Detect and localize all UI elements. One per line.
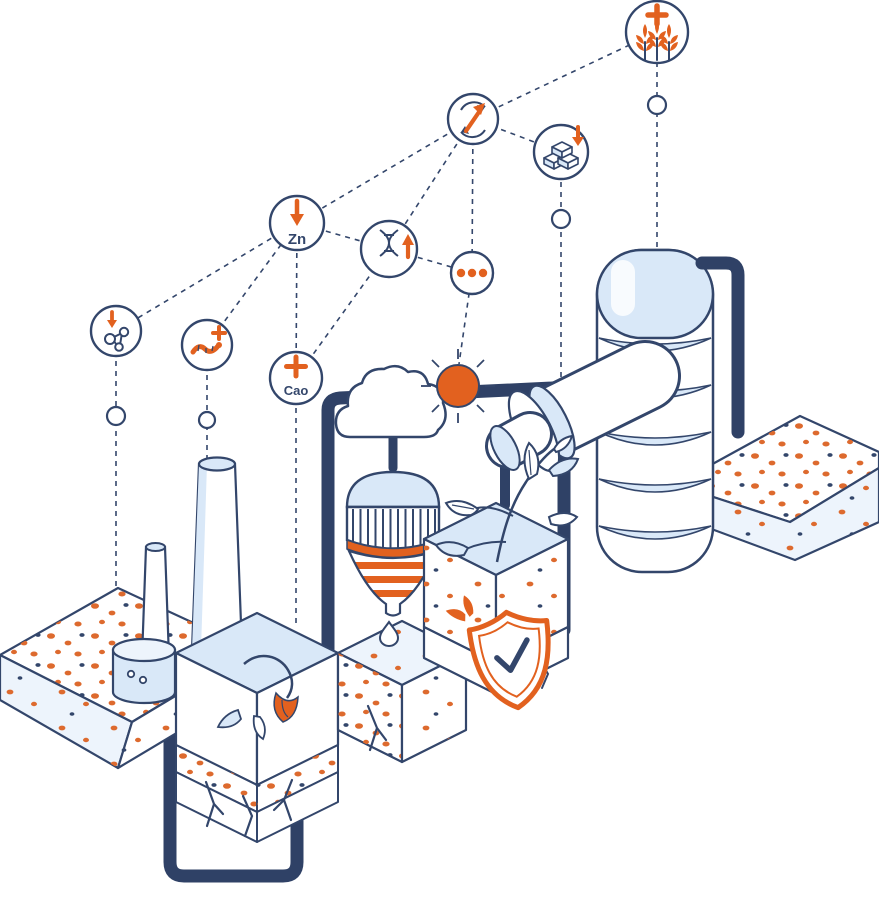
- flower-leaf-white: [252, 714, 266, 741]
- molecule-icon: [104, 326, 130, 352]
- shield-sprout: [445, 609, 466, 622]
- shield-sprout: [463, 595, 474, 617]
- node-worm: [180, 318, 234, 372]
- up-arrow-icon: [463, 103, 485, 134]
- wheat-icon: [636, 20, 678, 61]
- underground-pipe-loop: [163, 697, 304, 883]
- wilted-flower: [216, 654, 299, 741]
- leaf: [547, 457, 580, 478]
- plus-icon: [211, 325, 227, 341]
- connector-dots: [105, 94, 668, 430]
- leaf: [523, 441, 540, 481]
- down-arrow-icon: [290, 198, 304, 226]
- gold-bars-icon: [543, 141, 579, 170]
- node-recycle: [446, 92, 500, 146]
- node-zinc: Zn: [268, 194, 326, 252]
- checkmark-icon: [494, 637, 530, 674]
- dna-icon: [379, 229, 399, 257]
- cone-stripes: [349, 562, 437, 597]
- leaf: [547, 512, 579, 527]
- tank-outlet-pipe: [695, 256, 745, 439]
- right-soil-mound: [696, 414, 879, 562]
- node-dna: [359, 219, 419, 279]
- leaf: [434, 541, 470, 557]
- soil-cracks: [204, 778, 294, 838]
- leaf: [552, 434, 574, 454]
- worm-icon: [190, 342, 222, 355]
- zinc-label: Zn: [288, 231, 306, 248]
- node-wheat: [624, 0, 690, 65]
- node-molecule: [89, 304, 143, 358]
- feed-cylinder: [485, 340, 681, 473]
- protection-shield: [445, 595, 551, 711]
- flower-head: [273, 691, 299, 723]
- chimneys: [140, 456, 244, 660]
- funnel: [345, 470, 441, 647]
- network-nodes: Zn: [89, 0, 690, 406]
- ellipsis-icon: [456, 268, 488, 278]
- cloud: [334, 364, 447, 439]
- up-arrow-icon: [402, 234, 414, 260]
- funnel-dome: [345, 470, 441, 509]
- node-minerals: [532, 123, 590, 181]
- water-drop: [378, 620, 400, 647]
- sun: [421, 349, 495, 423]
- down-arrow-icon: [107, 310, 117, 328]
- planter-box: [174, 611, 340, 787]
- planter-soil-layers: [175, 744, 339, 843]
- collector-pot: [111, 637, 177, 705]
- flower-leaf-blue: [216, 708, 243, 729]
- leaf: [444, 500, 480, 517]
- node-more: [449, 250, 495, 296]
- calcium-oxide-label: Cao: [284, 383, 309, 398]
- plus-icon: [284, 354, 308, 379]
- node-calcium-oxide: Cao: [268, 350, 324, 406]
- down-arrow-icon: [572, 125, 584, 146]
- plant: [434, 434, 580, 563]
